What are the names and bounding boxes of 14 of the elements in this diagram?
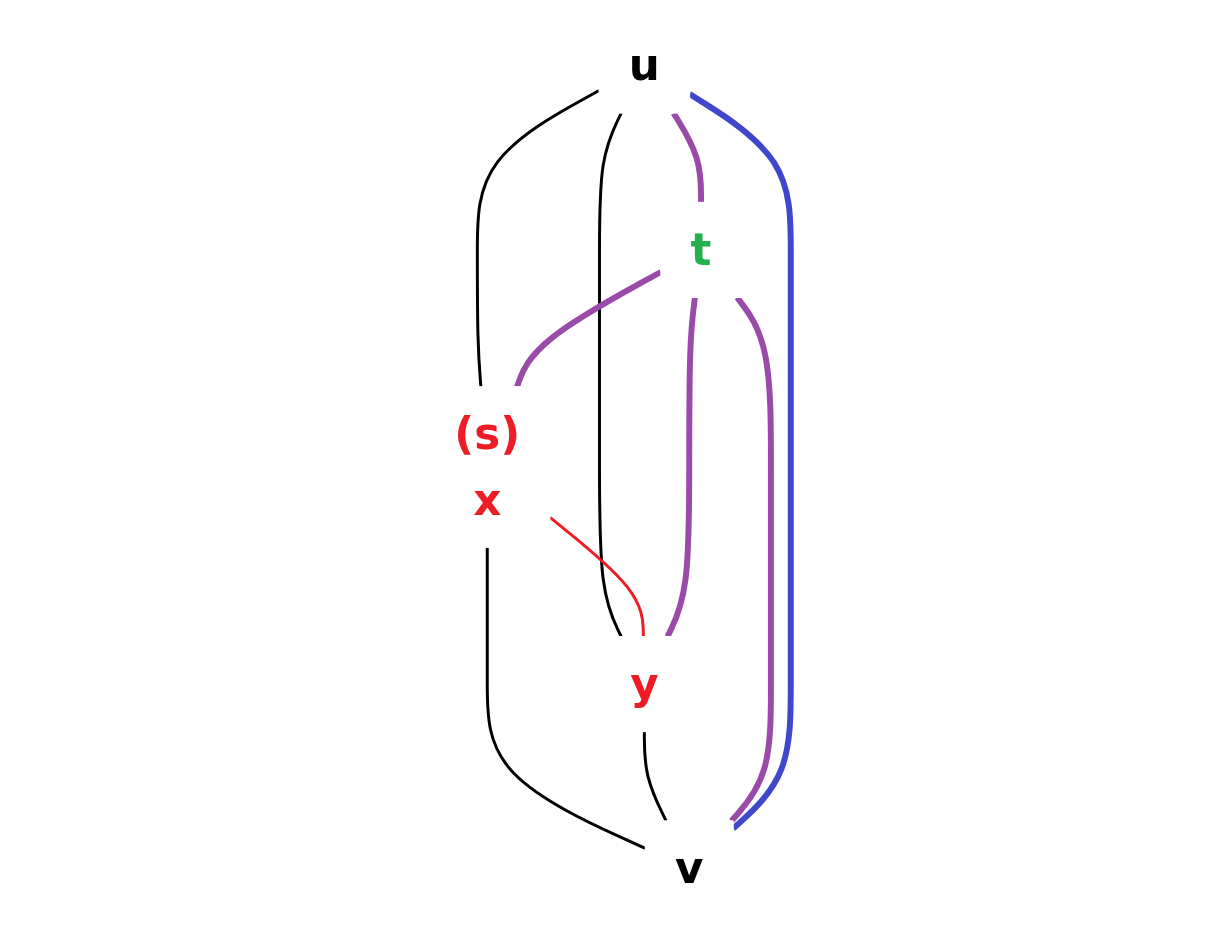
connector (476, 89, 601, 387)
connector (665, 297, 699, 638)
connector (688, 91, 795, 831)
connector (549, 516, 646, 637)
node-text: v (675, 842, 704, 894)
connector (514, 269, 663, 388)
connector (598, 112, 623, 638)
node-text: y (630, 658, 659, 709)
connector (729, 295, 775, 823)
node-text: u (629, 39, 661, 91)
connector (643, 731, 668, 822)
connector (486, 547, 647, 850)
node-text: (s) x (454, 408, 521, 525)
node-text: t (690, 224, 712, 275)
